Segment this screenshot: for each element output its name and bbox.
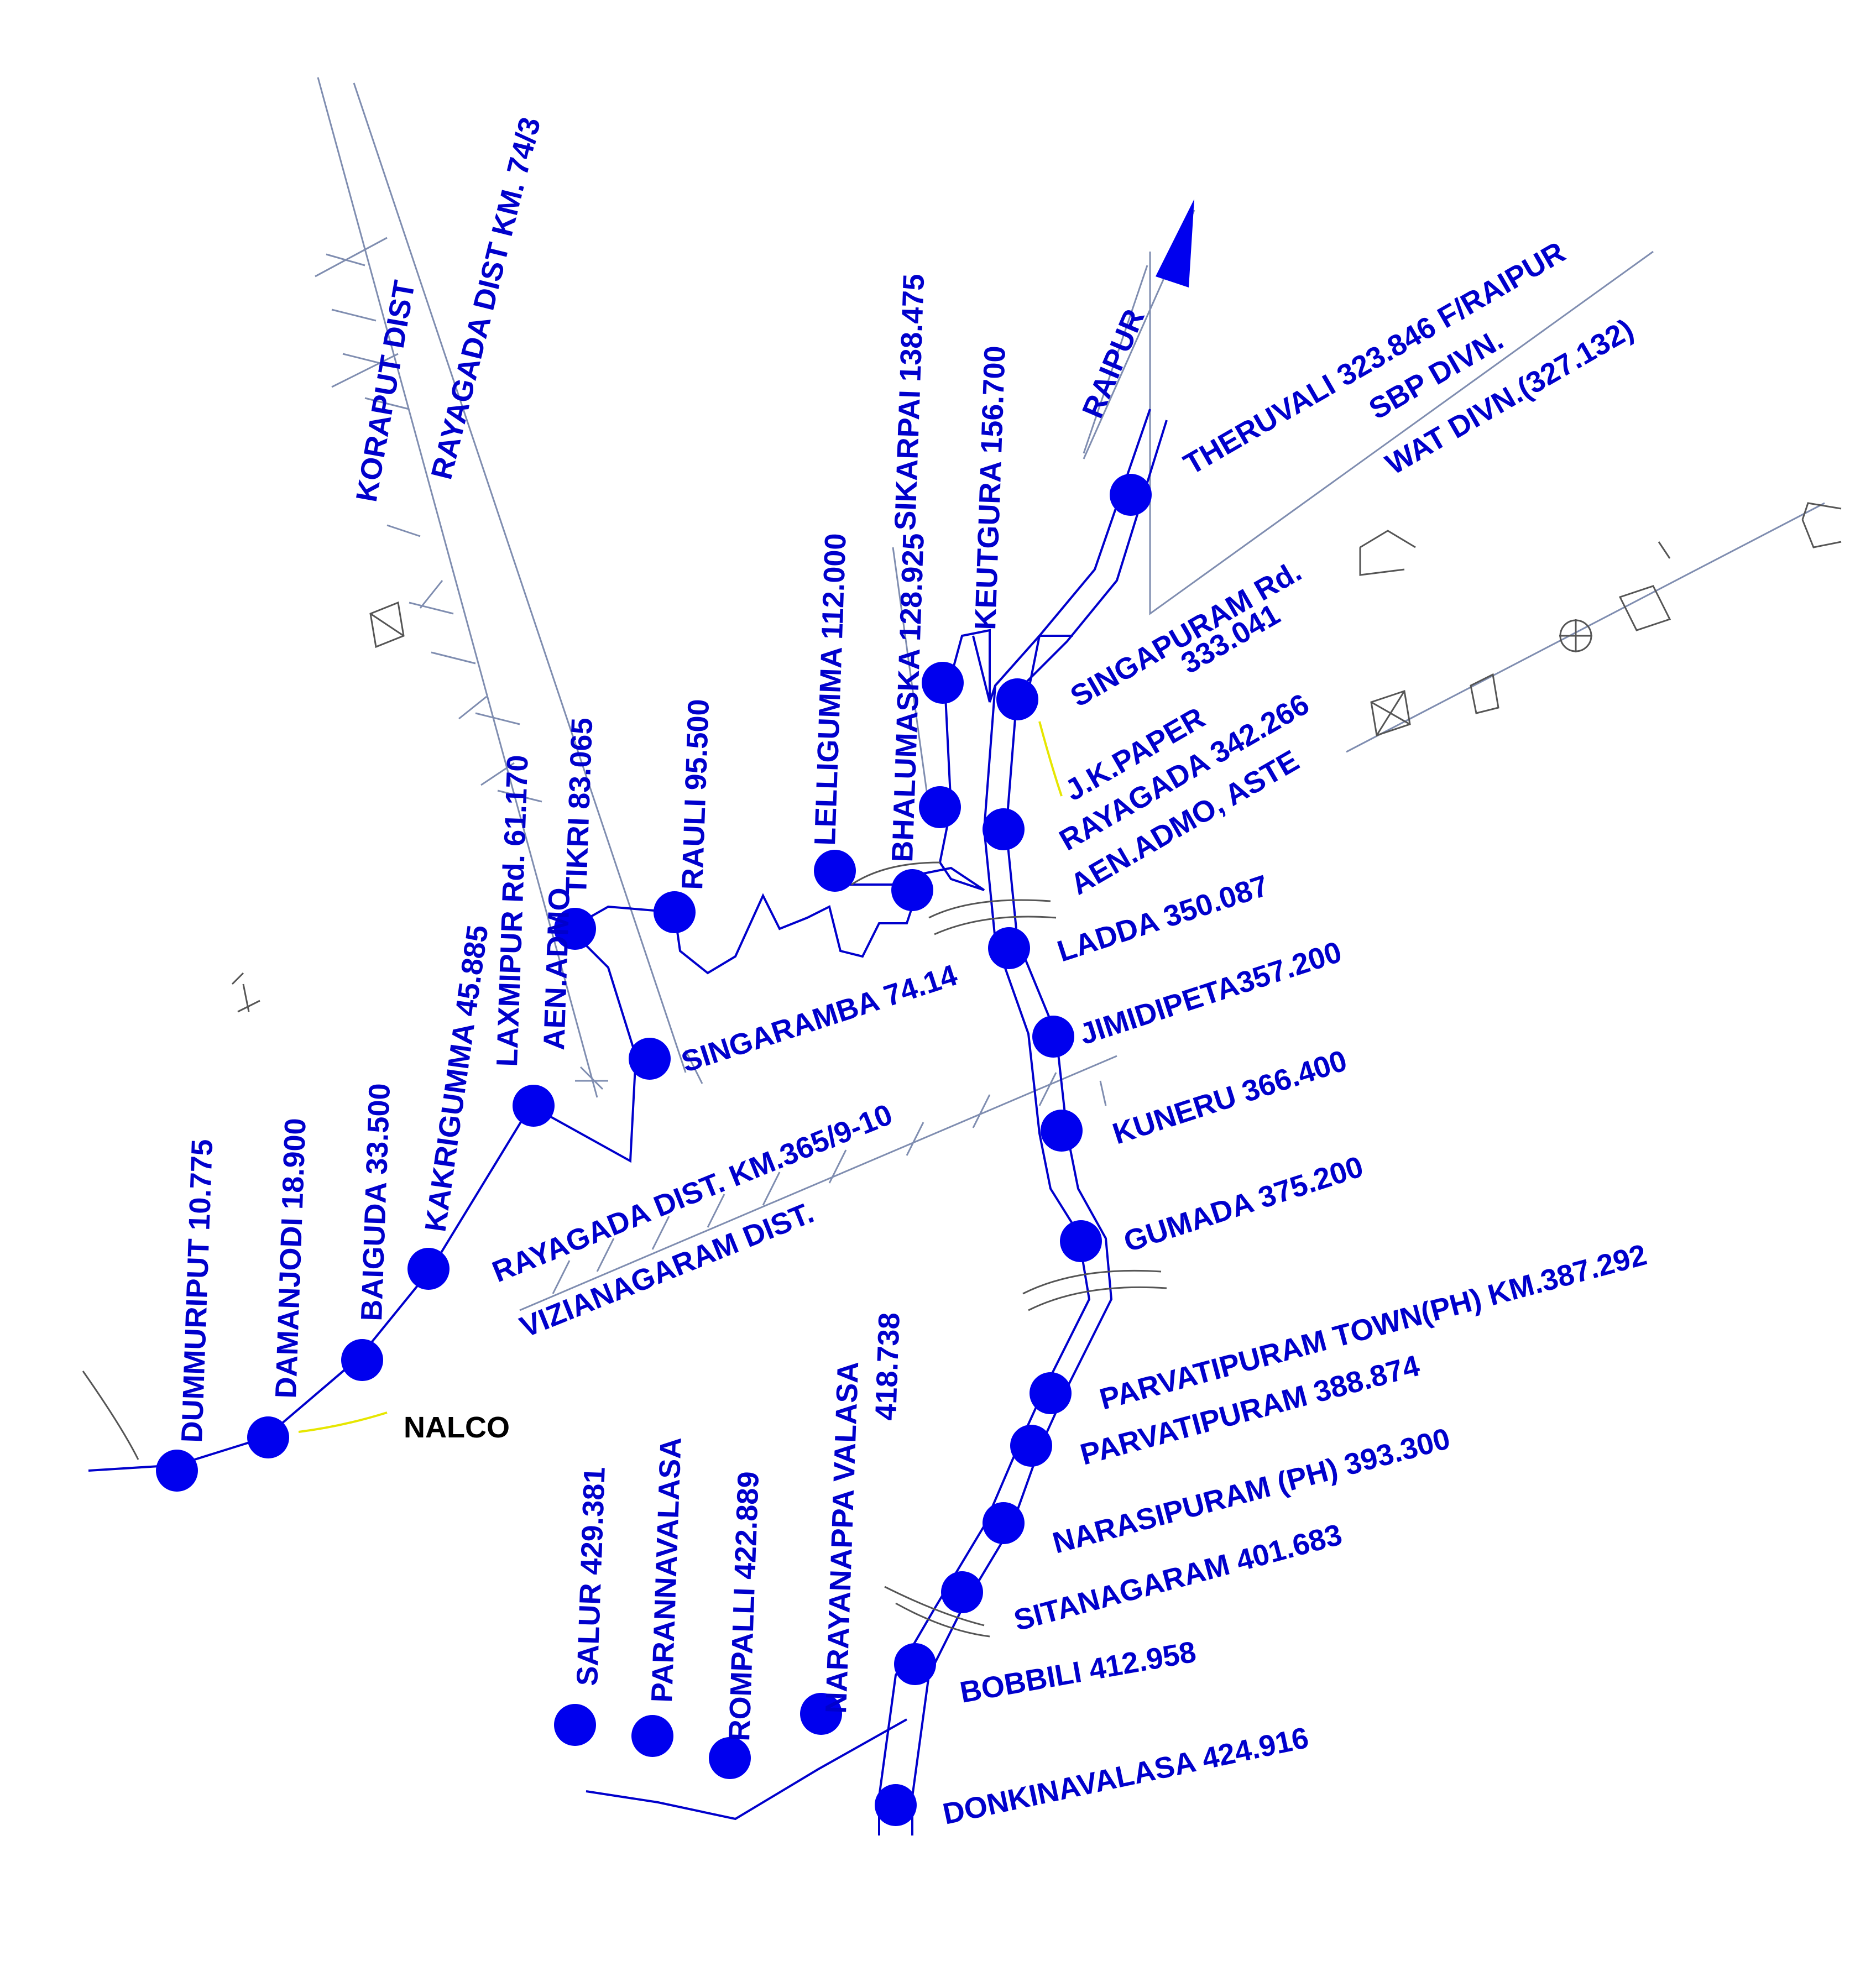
station-dot-singapuram bbox=[996, 678, 1038, 720]
label-rompalli: ROMPALLI 422.889 bbox=[723, 1471, 765, 1742]
station-dot-rauli bbox=[654, 891, 696, 933]
label-narayanappa-km: 418.738 bbox=[869, 1312, 906, 1421]
label-jimidipeta: JIMIDIPETA357.200 bbox=[1075, 935, 1346, 1052]
label-salur: SALUR 429.381 bbox=[571, 1466, 612, 1686]
label-narayanappa: NARAYANAPPA VALASA bbox=[819, 1361, 865, 1714]
label-keutgura: KEUTGURA 156.700 bbox=[969, 345, 1012, 630]
station-dot-salur bbox=[554, 1704, 596, 1746]
station-dot-lelligumma bbox=[814, 850, 856, 892]
label-lelligumma: LELLIGUMMA 112.000 bbox=[808, 533, 853, 846]
label-theruvali: THERUVALI 323.846 F/RAIPUR bbox=[1178, 236, 1571, 482]
label-kuneru: KUNERU 366.400 bbox=[1109, 1044, 1351, 1150]
station-dot-keutgura bbox=[922, 662, 964, 704]
station-dot-dummuriput bbox=[156, 1450, 198, 1492]
label-dummuriput: DUMMURIPUT 10.775 bbox=[175, 1139, 219, 1444]
label-koraput-dist: KORAPUT DIST bbox=[350, 278, 421, 504]
station-dot-rayagada bbox=[983, 808, 1025, 850]
station-dot-gumada bbox=[1060, 1220, 1102, 1262]
label-rayagada-dist-top: RAYAGADA DIST KM. 74/3 bbox=[425, 114, 547, 483]
station-dot-parannavalasa bbox=[631, 1715, 673, 1757]
label-rauli: RAULI 95.500 bbox=[676, 698, 715, 890]
station-dot-bhalumaska-2 bbox=[891, 869, 933, 911]
station-dot-parvatipuram-town bbox=[1030, 1372, 1072, 1414]
branch-line bbox=[88, 629, 996, 1821]
station-dot-parvatipuram bbox=[1010, 1425, 1052, 1467]
station-dot-laxmipur bbox=[513, 1085, 555, 1127]
label-tikri: TIKRI 83.065 bbox=[560, 717, 599, 896]
station-dot-narasipuram bbox=[983, 1502, 1025, 1544]
station-dot-baiguda bbox=[341, 1339, 383, 1381]
station-dot-donkinavalasa bbox=[875, 1784, 917, 1826]
map-symbols bbox=[82, 502, 1842, 1460]
river-crossings bbox=[851, 861, 1167, 1638]
label-parannavalasa: PARANNAVALASA bbox=[645, 1437, 688, 1703]
label-aen-admo: AEN.ADMO bbox=[537, 887, 576, 1051]
station-markers bbox=[156, 474, 1152, 1826]
label-raipur: RAIPUR bbox=[1076, 305, 1151, 423]
station-dot-kuneru bbox=[1041, 1110, 1083, 1152]
label-nalco: NALCO bbox=[404, 1411, 510, 1444]
label-singaramba: SINGARAMBA 74.14 bbox=[677, 959, 961, 1079]
station-dot-bhalumaska bbox=[919, 786, 961, 828]
label-kakrigumma: KAKRIGUMMA 45.885 bbox=[419, 923, 494, 1234]
station-dot-rompalli bbox=[709, 1737, 751, 1779]
station-dot-kakrigumma bbox=[407, 1248, 450, 1290]
raipur-direction-arrow bbox=[1083, 199, 1195, 459]
map-labels: RAIPUR THERUVALI 323.846 F/RAIPUR SBP DI… bbox=[175, 114, 1650, 1831]
station-dot-jimidipeta bbox=[1032, 1016, 1074, 1058]
station-dot-ladda bbox=[988, 927, 1030, 969]
station-dot-singaramba bbox=[629, 1038, 671, 1080]
district-boundaries bbox=[315, 77, 1825, 1311]
label-donkinavalasa: DONKINAVALASA 424.916 bbox=[940, 1721, 1311, 1831]
label-laxmipur: LAXMIPUR Rd. 61.170 bbox=[490, 755, 535, 1068]
station-dot-sitanagaram bbox=[941, 1571, 983, 1613]
station-dot-bobbili bbox=[894, 1643, 936, 1685]
label-bobbili: BOBBILI 412.958 bbox=[958, 1635, 1199, 1709]
label-gumada: GUMADA 375.200 bbox=[1120, 1150, 1367, 1258]
station-dot-damanjodi bbox=[247, 1416, 289, 1458]
label-damanjodi: DAMANJODI 18.900 bbox=[269, 1117, 312, 1399]
station-dot-theruvali bbox=[1110, 474, 1152, 516]
label-baiguda: BAIGUDA 33.500 bbox=[355, 1082, 396, 1321]
station-dot-narayanappa bbox=[800, 1693, 842, 1735]
label-sikarpai: SIKARPAI 138.475 bbox=[889, 273, 931, 531]
station-dot-tikri bbox=[554, 908, 596, 950]
sidings bbox=[298, 721, 1063, 1433]
